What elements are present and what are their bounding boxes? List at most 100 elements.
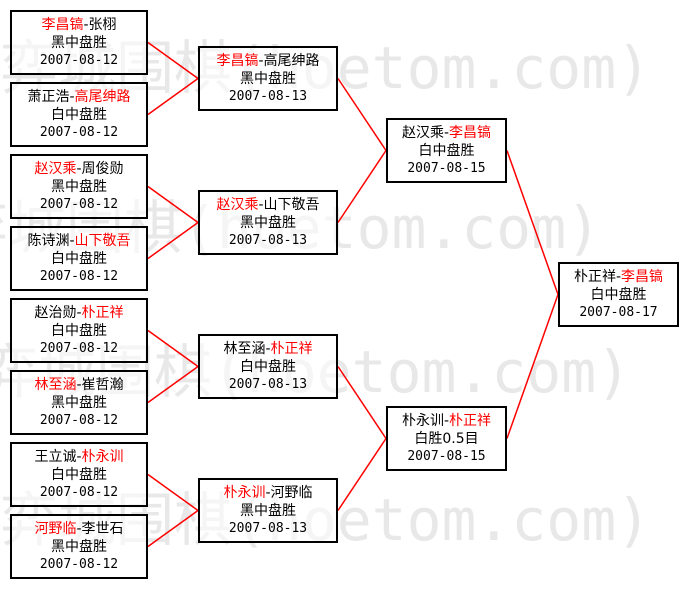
versus-dash: -: [76, 520, 82, 537]
connector-round3-2: [506, 294, 559, 439]
connector-round3-1: [506, 150, 559, 295]
match-date: 2007-08-13: [228, 520, 308, 536]
match-date: 2007-08-12: [39, 484, 119, 500]
connector-round1-1: [147, 41, 199, 80]
player-2: 朴正祥: [449, 412, 492, 429]
versus-dash: -: [69, 232, 75, 249]
versus-dash: -: [83, 16, 89, 33]
match-players: 萧正浩-高尾绅路: [27, 88, 130, 106]
match-date: 2007-08-17: [579, 304, 658, 320]
player-2: 山下敬吾: [74, 232, 131, 249]
connector-round2-3: [337, 366, 387, 439]
connector-round1-3: [147, 185, 199, 224]
connector-round2-4: [337, 438, 387, 511]
match-date: 2007-08-12: [39, 124, 119, 140]
player-1: 赵治勋: [34, 304, 77, 321]
player-1: 林至涵: [223, 340, 266, 357]
match-players: 赵汉乘-周俊勋: [34, 160, 123, 178]
match-result: 黑中盘胜: [51, 178, 107, 195]
player-1: 朴正祥: [573, 268, 616, 285]
player-1: 朴永训: [401, 412, 444, 429]
match-players: 赵治勋-朴正祥: [34, 304, 123, 322]
match-players: 陈诗渊-山下敬吾: [27, 232, 130, 250]
connector-round1-7: [147, 473, 199, 512]
versus-dash: -: [443, 124, 450, 141]
match-players: 王立诚-朴永训: [34, 448, 123, 466]
match-date: 2007-08-12: [39, 268, 119, 284]
versus-dash: -: [76, 448, 82, 465]
versus-dash: -: [76, 160, 82, 177]
versus-dash: -: [76, 304, 82, 321]
connector-round1-5: [147, 329, 199, 368]
match-players: 赵汉乘-李昌镐: [402, 124, 491, 142]
player-1: 林至涵: [34, 376, 77, 393]
player-2: 张栩: [88, 16, 117, 33]
match-players: 李昌镐-张栩: [41, 16, 116, 34]
match-result: 白中盘胜: [51, 106, 107, 123]
player-2: 朴永训: [81, 448, 124, 465]
versus-dash: -: [443, 412, 450, 429]
match-result: 黑中盘胜: [240, 70, 296, 87]
player-2: 高尾绅路: [74, 88, 131, 105]
match-players: 林至涵-崔哲瀚: [34, 376, 123, 394]
player-2: 崔哲瀚: [81, 376, 124, 393]
player-1: 陈诗渊: [27, 232, 70, 249]
match-date: 2007-08-13: [228, 88, 308, 104]
match-date: 2007-08-12: [39, 52, 119, 68]
match-players: 李昌镐-高尾绅路: [216, 52, 319, 70]
match-date: 2007-08-13: [228, 376, 308, 392]
match-players: 林至涵-朴正祥: [223, 340, 312, 358]
match-result: 黑中盘胜: [240, 502, 296, 519]
player-2: 李昌镐: [449, 124, 492, 141]
player-1: 萧正浩: [27, 88, 70, 105]
connector-round1-8: [147, 509, 199, 548]
match-players: 朴正祥-李昌镐: [574, 268, 663, 286]
player-2: 河野临: [270, 484, 313, 501]
connector-round2-2: [337, 150, 387, 223]
match-result: 白中盘胜: [51, 250, 107, 267]
connector-round1-4: [147, 221, 199, 260]
match-result: 白中盘胜: [418, 142, 475, 159]
match-date: 2007-08-15: [407, 448, 486, 464]
match-date: 2007-08-12: [39, 556, 119, 572]
match-players: 朴永训-河野临: [223, 484, 312, 502]
match-result: 白中盘胜: [51, 466, 107, 483]
match-result: 白中盘胜: [51, 322, 107, 339]
player-1: 王立诚: [34, 448, 77, 465]
match-date: 2007-08-15: [407, 160, 486, 176]
player-2: 朴正祥: [270, 340, 313, 357]
match-date: 2007-08-12: [39, 412, 119, 428]
player-1: 朴永训: [223, 484, 266, 501]
connector-round1-2: [147, 77, 199, 116]
match-result: 白中盘胜: [590, 286, 647, 303]
match-players: 河野临-李世石: [34, 520, 123, 538]
player-2: 李世石: [81, 520, 124, 537]
match-date: 2007-08-12: [39, 196, 119, 212]
match-result: 黑中盘胜: [51, 34, 107, 51]
player-2: 李昌镐: [621, 268, 664, 285]
match-players: 朴永训-朴正祥: [402, 412, 491, 430]
connector-round2-1: [337, 78, 387, 151]
player-1: 赵汉乘: [216, 196, 259, 213]
match-date: 2007-08-12: [39, 340, 119, 356]
player-2: 山下敬吾: [263, 196, 320, 213]
player-1: 李昌镐: [41, 16, 84, 33]
versus-dash: -: [69, 88, 75, 105]
versus-dash: -: [615, 268, 622, 285]
versus-dash: -: [258, 196, 264, 213]
